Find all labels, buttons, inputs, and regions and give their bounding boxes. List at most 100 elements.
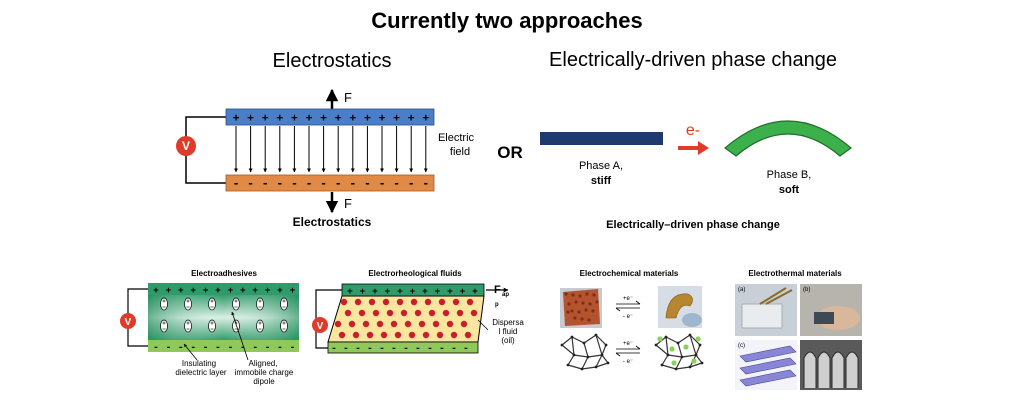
ec-network-bond	[695, 354, 703, 364]
ec-network-bond	[689, 334, 701, 346]
et-layer-2	[739, 357, 797, 375]
er-particle	[352, 331, 360, 339]
ea-dipole	[232, 297, 240, 311]
ec-network-node	[688, 333, 692, 337]
ec-network-bond	[595, 334, 603, 356]
er-particle	[446, 320, 454, 328]
er-particle	[424, 298, 432, 306]
ea-minus-charge: -	[252, 343, 257, 353]
et-title: Electrothermal materials	[748, 269, 842, 278]
ea-dipole	[280, 297, 288, 311]
ea-plus-charge: +	[277, 286, 283, 296]
ea-minus-charge: -	[228, 343, 233, 353]
et-photo-b-device	[814, 312, 834, 324]
ec-texture-dot	[581, 301, 585, 305]
ec-net-forward-arrow-icon	[616, 345, 641, 350]
ea-plus-charge: +	[178, 286, 184, 296]
plus-charge: +	[364, 111, 371, 124]
ec-net-arrow-top-label: +e⁻	[623, 341, 633, 347]
ec-network-node	[606, 361, 610, 365]
ec-network-node	[654, 343, 658, 347]
et-arch	[817, 351, 831, 388]
et-layer-1	[739, 345, 797, 363]
ea-plus-charge: +	[240, 286, 246, 296]
ea-plus-charge: +	[265, 286, 271, 296]
ea-plus-charge: +	[252, 286, 258, 296]
ec-network-node	[664, 335, 668, 339]
ea-top-electrode	[148, 283, 299, 295]
ec-texture-dot	[580, 317, 584, 321]
ec-network-node	[604, 343, 608, 347]
ea-plus-charge: +	[190, 286, 196, 296]
minus-charge: -	[306, 177, 313, 190]
ec-network-bond	[595, 362, 609, 368]
ea-minus-charge: -	[265, 343, 270, 353]
ea-plus-charge: +	[228, 286, 234, 296]
ec-title: Electrochemical materials	[580, 269, 679, 278]
er-particle	[410, 298, 418, 306]
ec-network-bond	[681, 354, 697, 358]
ec-network-bond	[567, 354, 575, 366]
minus-charge: -	[349, 177, 356, 190]
ec-network-bond	[695, 344, 701, 356]
electric-field-label-line2: field	[450, 146, 470, 158]
voltage-source-icon	[176, 136, 196, 156]
er-particle	[390, 320, 398, 328]
er-particle	[456, 309, 464, 317]
ea-minus-charge: -	[153, 343, 158, 353]
minus-charges: --------------	[233, 177, 429, 190]
phase-a-stiff-bar	[540, 132, 663, 145]
ec-network-reduced	[560, 333, 610, 371]
ea-minus-charge: -	[203, 343, 208, 353]
ea-minus-charges: ------------	[153, 343, 295, 353]
ea-callout-1-line2: dielectric layer	[175, 368, 226, 377]
plus-charge: +	[291, 111, 298, 124]
phase-b-soft-curved-bar	[724, 120, 852, 157]
ec-network-bond	[571, 336, 585, 344]
section-phase-change-heading: Electrically-driven phase change	[549, 49, 837, 71]
er-particle	[396, 298, 404, 306]
et-panel-a-label: (a)	[738, 287, 745, 293]
er-plus-charge: +	[372, 287, 378, 297]
phase-a-stiff-label: stiff	[591, 175, 612, 187]
ec-network-bond	[661, 364, 677, 370]
ea-dipole	[280, 319, 288, 333]
ec-network-node	[674, 367, 678, 371]
er-minus-charge: -	[451, 344, 456, 354]
er-force-sub2: p	[495, 302, 499, 308]
et-arch	[831, 351, 845, 388]
er-minus-charge: -	[403, 344, 408, 354]
er-voltage-label: V	[317, 321, 324, 332]
ec-network-bond	[677, 342, 683, 358]
minus-charge: -	[422, 177, 429, 190]
er-title: Electrorheological fluids	[368, 269, 462, 278]
ec-photo-2-glove	[682, 313, 702, 327]
er-particle	[414, 309, 422, 317]
er-particle	[376, 320, 384, 328]
ea-minus-charge: -	[178, 343, 183, 353]
electrothermal-panel: Electrothermal materials (a) (b) (c)	[735, 269, 862, 390]
section-electrostatics-heading: Electrostatics	[273, 50, 392, 72]
ec-network-bond	[601, 344, 607, 356]
phase-b-soft-label: soft	[779, 184, 800, 196]
et-photo-a-device	[741, 303, 783, 329]
force-label-top: F	[344, 90, 352, 105]
plus-charge: +	[408, 111, 415, 124]
er-particle	[408, 331, 416, 339]
er-particle	[404, 320, 412, 328]
er-fluid-callout-line	[477, 319, 489, 331]
ec-texture-dot	[595, 300, 599, 304]
er-plus-charges: +++++++++++	[347, 287, 478, 297]
er-particle	[386, 309, 394, 317]
top-plate-positive	[225, 108, 435, 126]
er-minus-charge: -	[391, 344, 396, 354]
ec-network-bond	[677, 334, 691, 344]
minus-charge: -	[379, 177, 386, 190]
plus-charge: +	[393, 111, 400, 124]
et-panel-c-label: (c)	[738, 343, 745, 349]
electrostatics-caption: Electrostatics	[293, 215, 372, 229]
plus-charge: +	[335, 111, 342, 124]
ec-texture-dot	[571, 293, 575, 297]
ec-reverse-arrow-icon	[615, 307, 640, 312]
ec-network-node	[594, 365, 598, 369]
